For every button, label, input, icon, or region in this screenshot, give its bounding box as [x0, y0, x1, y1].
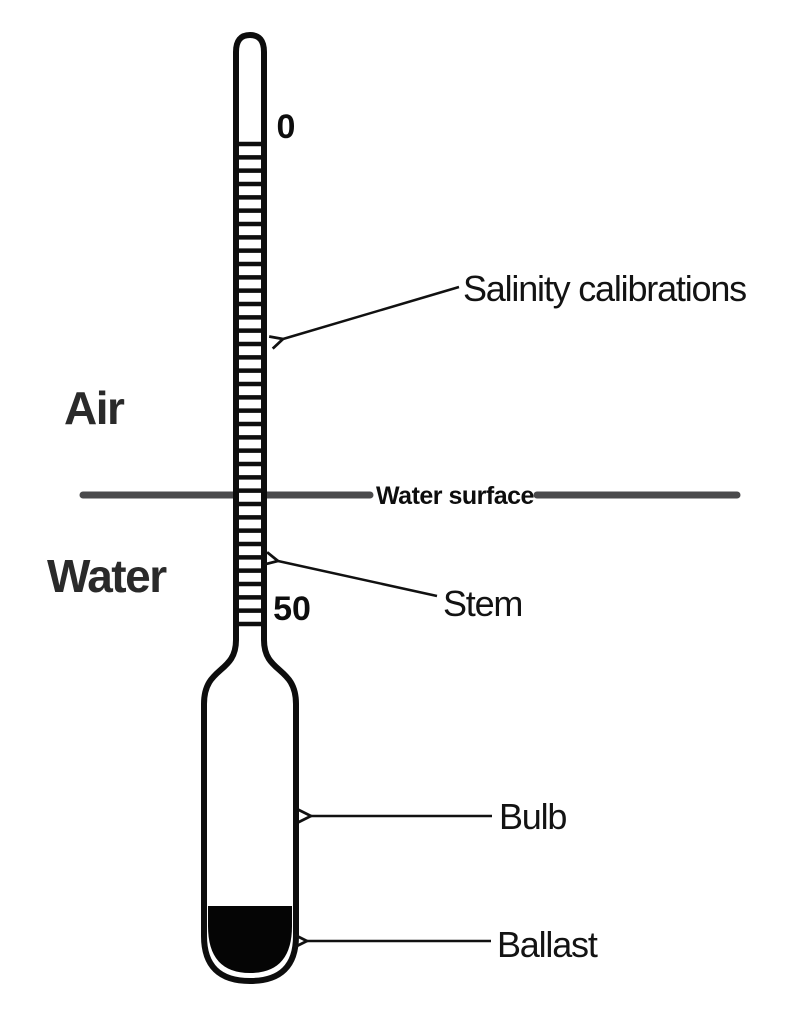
bulb-label: Bulb [499, 796, 566, 837]
ballast-label: Ballast [497, 924, 598, 965]
calibration-ticks [235, 141, 265, 627]
water-zone-label: Water [47, 550, 167, 602]
annotation-arrows [278, 285, 492, 941]
scale-bottom-value: 50 [273, 590, 311, 628]
hydrometer-body [201, 32, 299, 984]
stem-arrow [278, 561, 438, 598]
scale-top-value: 0 [277, 108, 296, 146]
salinity-calibrations-label: Salinity calibrations [463, 268, 746, 309]
stem-label: Stem [443, 583, 522, 624]
air-zone-label: Air [64, 382, 125, 434]
ballast-fill [208, 906, 292, 973]
salinity-arrow [283, 285, 460, 339]
water-surface-label: Water surface [376, 482, 535, 510]
